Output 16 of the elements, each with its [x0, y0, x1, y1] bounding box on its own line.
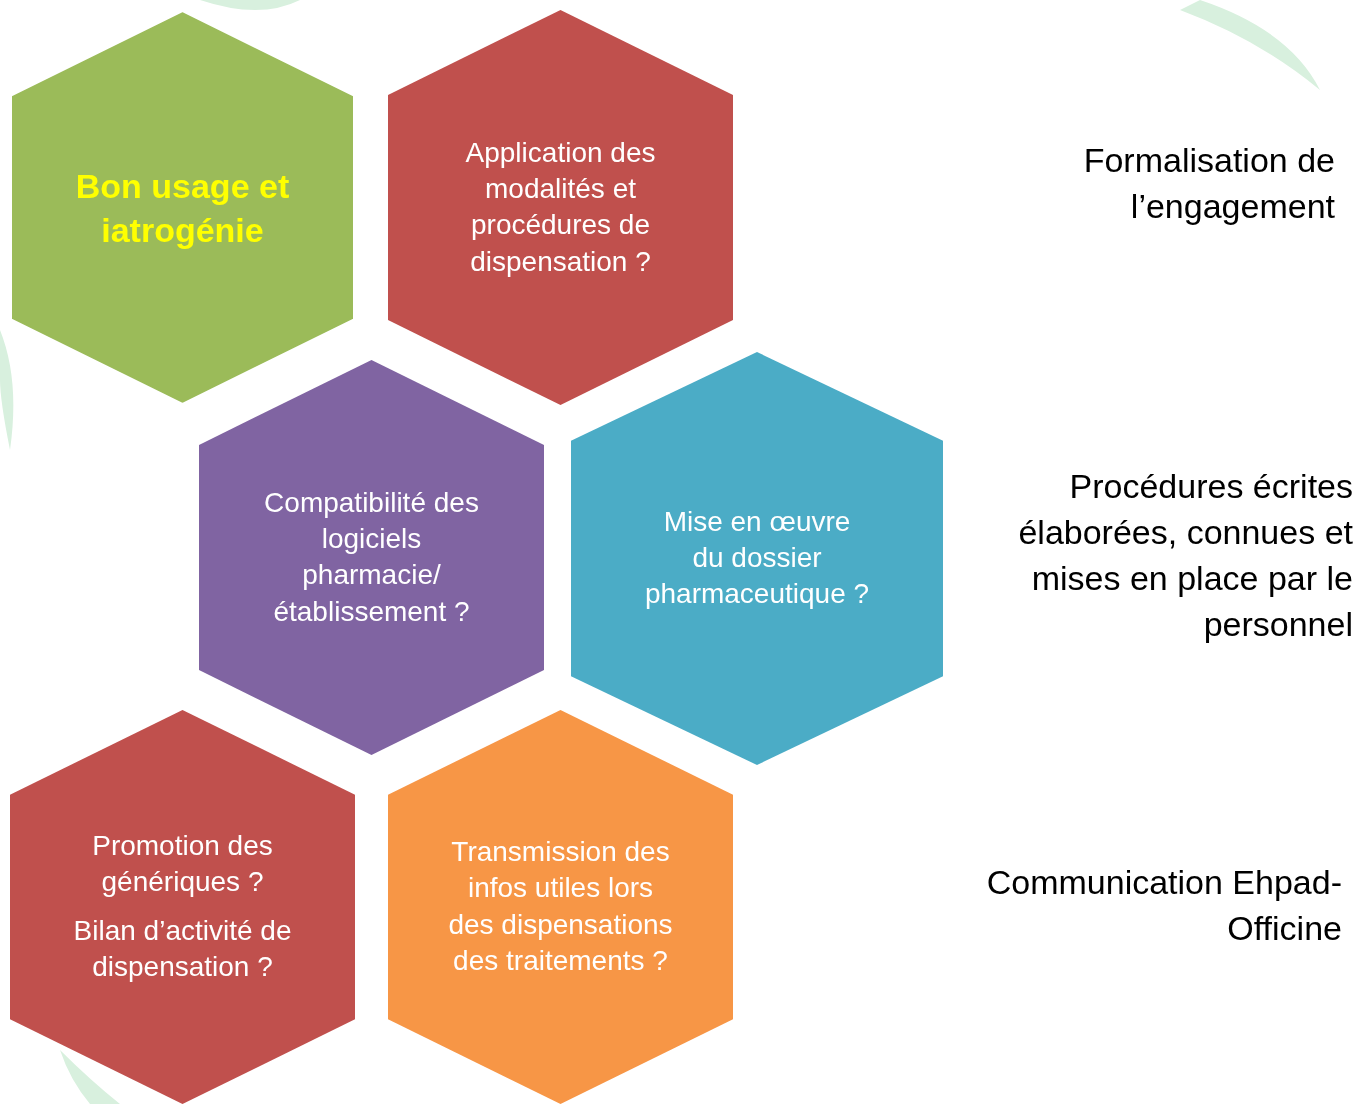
side-note: Formalisation de l’engagement: [1082, 140, 1335, 227]
hexagon-label: Application des modalités et procédures de dispensation ?: [464, 135, 657, 279]
hexagon: [388, 10, 733, 405]
hexagon-label: Bilan d’activité de dispensation ?: [72, 914, 293, 985]
hexagon-label: Promotion des génériques ?: [91, 829, 274, 900]
hexagon-label: Compatibilité des logiciels pharmacie/ établissement ?: [263, 485, 480, 629]
hexagon: [388, 710, 733, 1104]
side-note: Communication Ehpad-Officine: [985, 862, 1342, 949]
hexagon: [10, 10, 355, 405]
hexagon: [10, 710, 355, 1104]
side-note: Procédures écrites élaborées, connues et mises en place par le personnel: [1017, 466, 1353, 645]
hexagon-label: Mise en œuvre du dossier pharmaceutique ?: [644, 504, 870, 612]
hexagon: [199, 360, 544, 755]
hexagon-label: Bon usage et iatrogénie: [74, 165, 291, 251]
hexagon: [571, 352, 943, 765]
hexagon-label: Transmission des infos utiles lors des dispensations des traitements ?: [448, 835, 673, 979]
